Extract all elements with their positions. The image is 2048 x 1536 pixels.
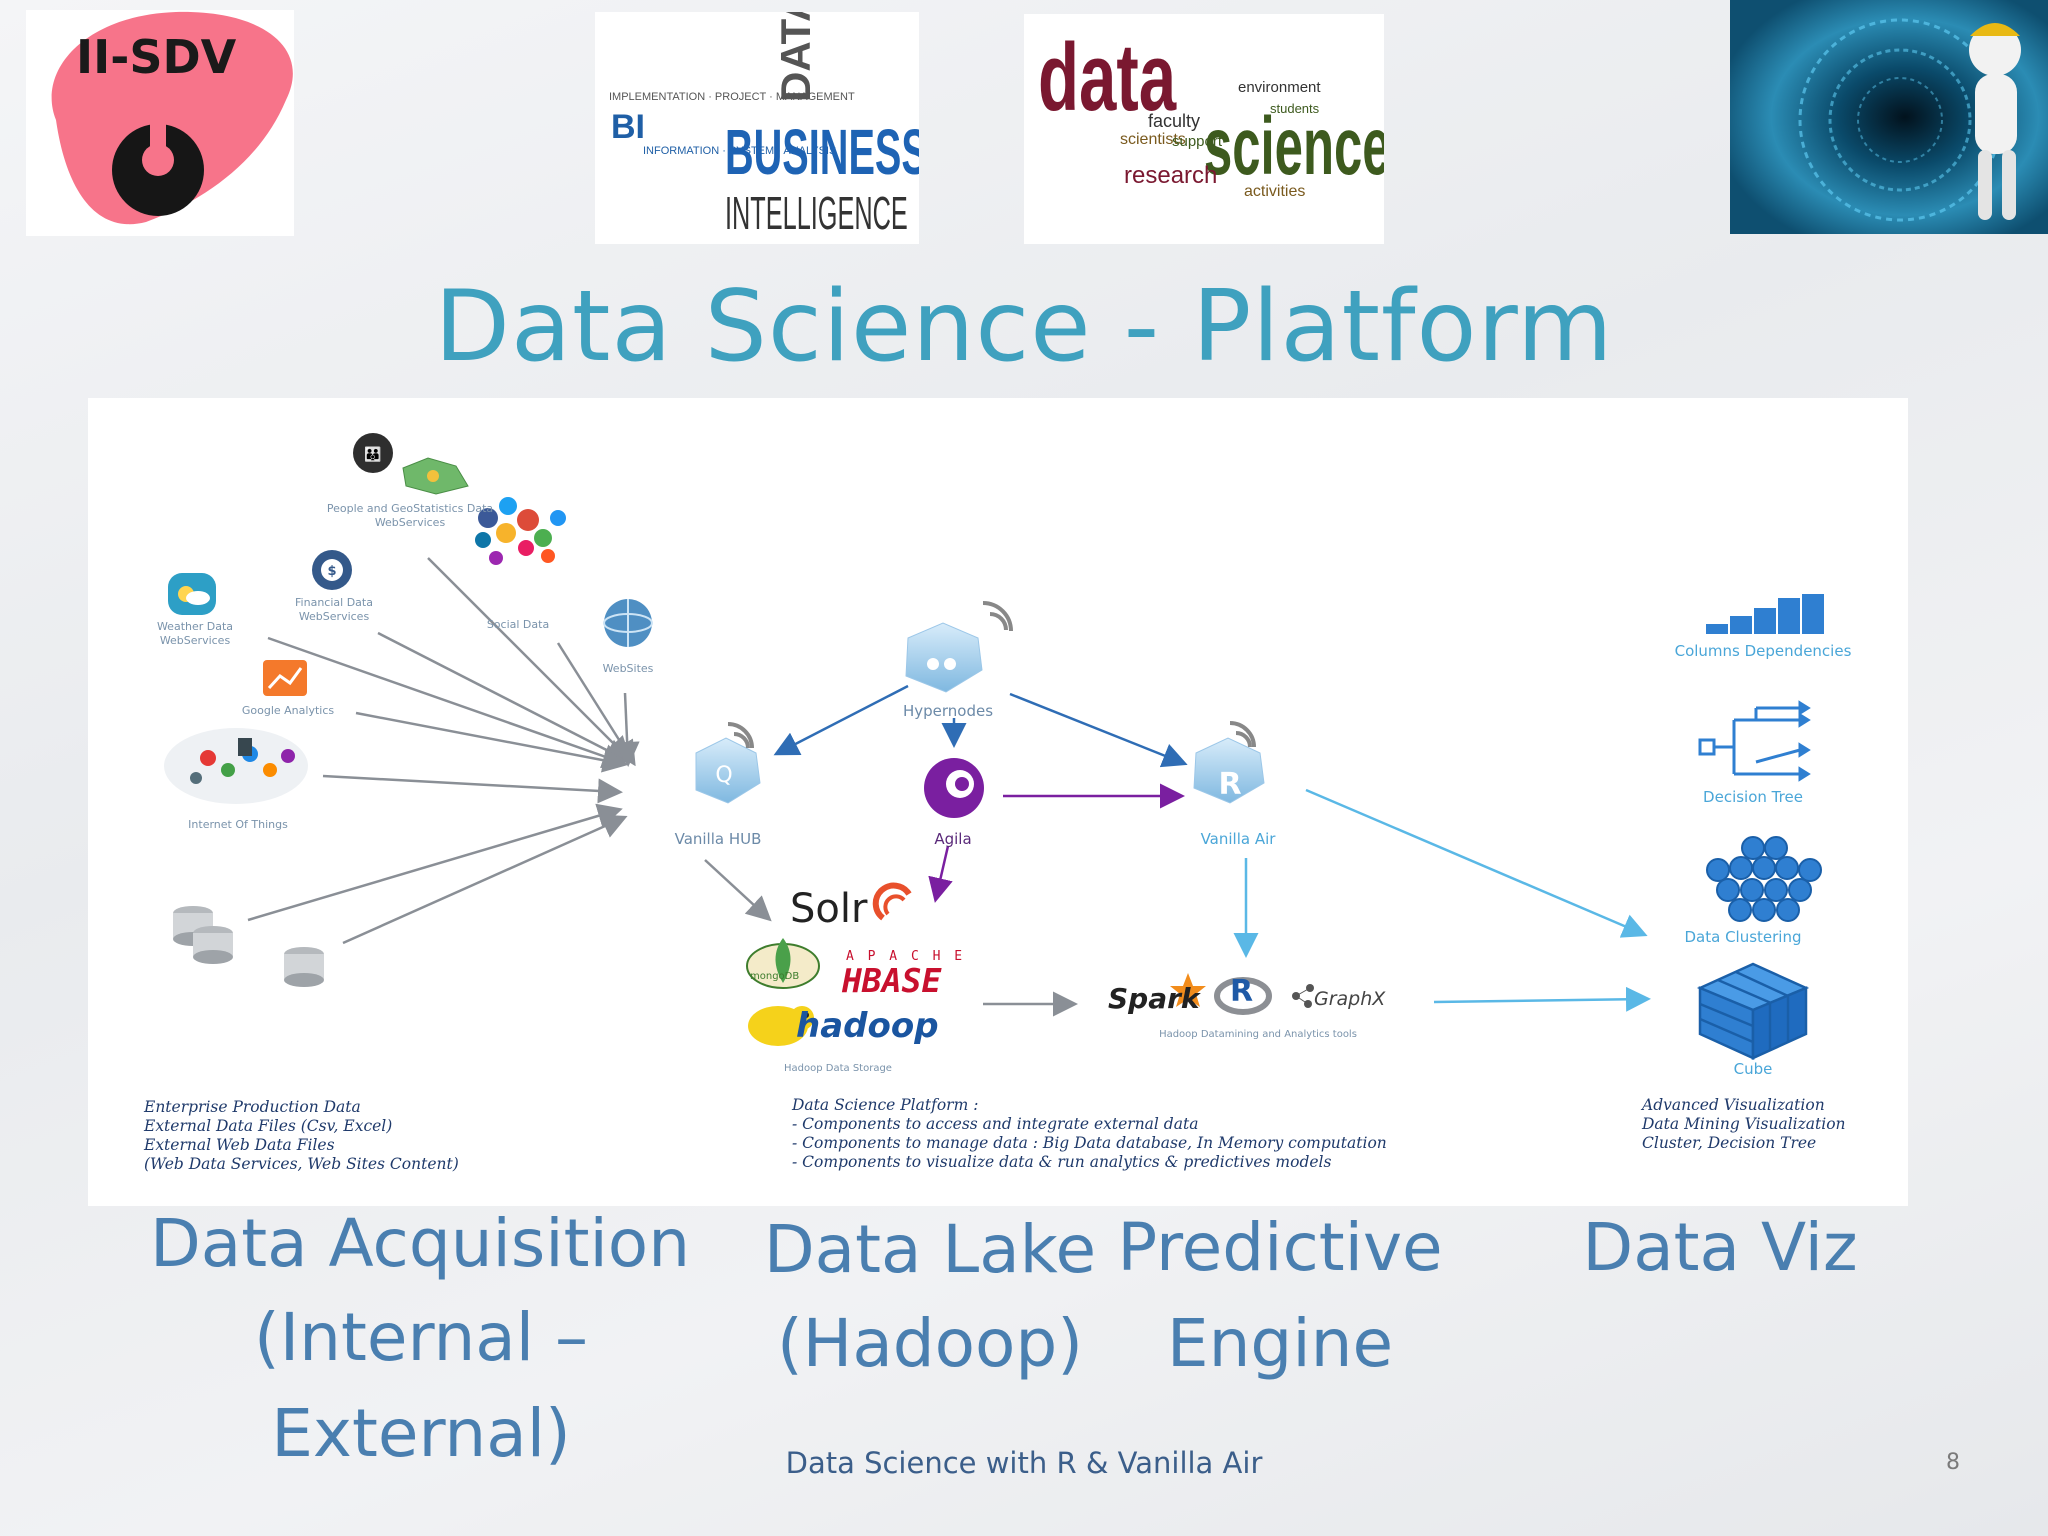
- slide-title: Data Science - Platform: [434, 270, 1614, 384]
- wordcloud-small-word: faculty: [1148, 111, 1201, 131]
- globe-icon: [603, 599, 653, 647]
- footer-text: Data Science with R & Vanilla Air: [785, 1446, 1263, 1480]
- columns-dependencies-icon: [1706, 594, 1824, 634]
- weather-icon: [168, 573, 216, 615]
- iot-label: Internet Of Things: [188, 818, 288, 831]
- wordcloud-small-word: environment: [1238, 79, 1321, 96]
- viz-notes: Advanced Visualization Data Mining Visua…: [1642, 1096, 1846, 1152]
- map-icon: [402, 457, 469, 495]
- agila-label: Agila: [934, 830, 972, 848]
- cube-label: Cube: [1733, 1060, 1773, 1078]
- google-analytics-icon: [263, 660, 307, 696]
- financial-data-label: Financial Data WebServices: [295, 596, 373, 623]
- wordcloud-side-word: BI: [611, 108, 645, 146]
- weather-data-label: Weather Data WebServices: [156, 620, 234, 647]
- wordcloud-small-word: students: [1270, 101, 1320, 116]
- database-icon: [173, 906, 233, 964]
- social-icon: [475, 497, 566, 565]
- spark-star-icon: [1170, 973, 1206, 1007]
- wordcloud-top-word: DATA: [772, 12, 819, 102]
- spark-logo: Spark: [1108, 982, 1200, 1015]
- section-acquisition-line2: (Internal – External): [253, 1299, 589, 1472]
- vanilla-air-icon: R: [1193, 721, 1265, 804]
- wordcloud-science-word: science: [1204, 101, 1384, 192]
- svg-text:👪: 👪: [364, 446, 381, 463]
- social-data-label: Social Data: [486, 618, 550, 631]
- binary-tunnel-miner-image: [1730, 0, 2048, 234]
- websites-label: WebSites: [602, 662, 654, 675]
- svg-text:$: $: [327, 564, 336, 579]
- platform-diagram: Q R 👪: [88, 398, 1908, 1206]
- graphx-logo: GraphX: [1314, 988, 1386, 1010]
- section-acquisition-line1: Data Acquisition: [149, 1205, 691, 1282]
- mongodb-logo: mongoDB: [750, 971, 800, 982]
- logo-text: II-SDV: [76, 30, 237, 84]
- wordcloud-filler: IMPLEMENTATION · PROJECT · MANAGEMENT: [609, 91, 855, 103]
- decision-tree-icon: [1698, 700, 1811, 782]
- source-arrows: [247, 557, 1078, 1017]
- viz-arrows: [1233, 788, 1651, 1012]
- mongodb-leaf-icon: [746, 938, 820, 989]
- graphx-icon: [1292, 984, 1314, 1008]
- business-intelligence-wordcloud: DATA BI IMPLEMENTATION · PROJECT · MANAG…: [595, 12, 919, 244]
- platform-notes: Data Science Platform : - Components to …: [792, 1096, 1387, 1171]
- apache-logo: A P A C H E: [846, 949, 966, 964]
- section-lake-line1: Data Lake: [763, 1211, 1097, 1288]
- data-clustering-label: Data Clustering: [1684, 928, 1802, 946]
- hadoop-storage-caption: Hadoop Data Storage: [784, 1063, 892, 1074]
- svg-text:R: R: [1218, 767, 1241, 802]
- wordcloud-small-word: research: [1124, 162, 1218, 189]
- google-analytics-label: Google Analytics: [241, 704, 335, 717]
- cube-icon: [1696, 962, 1810, 1060]
- page-number: 8: [1946, 1450, 1960, 1475]
- wordcloud-small-word: activities: [1244, 183, 1306, 200]
- r-logo-icon: [1214, 977, 1272, 1015]
- hypernodes-icon: [905, 601, 1013, 693]
- wordcloud-small-word: scientists: [1120, 131, 1186, 148]
- analytics-caption: Hadoop Datamining and Analytics tools: [1159, 1029, 1357, 1040]
- people-geo-label: People and GeoStatistics Data WebService…: [326, 502, 494, 529]
- hadoop-logo: hadoop: [796, 1006, 939, 1046]
- svg-text:Q: Q: [715, 763, 732, 788]
- solr-logo: Solr: [790, 886, 868, 932]
- columns-dependencies-label: Columns Dependencies: [1674, 642, 1852, 660]
- wordcloud-filler: INFORMATION · SYSTEM · ANALYSIS: [643, 145, 837, 157]
- diagram-canvas: Q R 👪: [164, 433, 1824, 1060]
- decision-tree-label: Decision Tree: [1703, 788, 1803, 806]
- data-clustering-icon: [1706, 836, 1822, 922]
- vanilla-hub-icon: Q: [695, 722, 761, 804]
- database-single-icon: [284, 947, 324, 987]
- agila-arrows: [928, 783, 1185, 903]
- iot-icon: [164, 728, 308, 804]
- vanilla-air-label: Vanilla Air: [1200, 830, 1276, 848]
- hypernode-arrows: [773, 684, 1188, 768]
- section-lake-line2: (Hadoop): [776, 1305, 1084, 1382]
- finance-icon: $: [312, 550, 352, 590]
- section-data-viz: Data Viz: [1582, 1209, 1858, 1286]
- r-logo: R: [1230, 974, 1254, 1009]
- hadoop-elephant-icon: [748, 1006, 814, 1046]
- hypernodes-label: Hypernodes: [902, 702, 994, 720]
- wordcloud-data-word: data: [1038, 24, 1177, 131]
- solr-flame-icon: [872, 882, 912, 921]
- section-predictive-line2: Engine: [1166, 1305, 1394, 1382]
- acquisition-notes: Enterprise Production Data External Data…: [144, 1098, 459, 1173]
- wordcloud-small-word: support: [1172, 133, 1223, 150]
- wordcloud-big-word: BUSINESS: [725, 116, 919, 188]
- ii-sdv-logo: II-SDV: [26, 10, 294, 236]
- vanilla-hub-label: Vanilla HUB: [674, 830, 762, 848]
- section-predictive-line1: Predictive: [1117, 1209, 1443, 1286]
- hbase-logo: HBASE: [842, 961, 942, 1000]
- people-icon: 👪: [353, 433, 393, 473]
- data-science-wordcloud: data science research students environme…: [1024, 14, 1384, 244]
- wordcloud-sub-word: INTELLIGENCE: [725, 187, 908, 239]
- agila-icon: [924, 758, 984, 818]
